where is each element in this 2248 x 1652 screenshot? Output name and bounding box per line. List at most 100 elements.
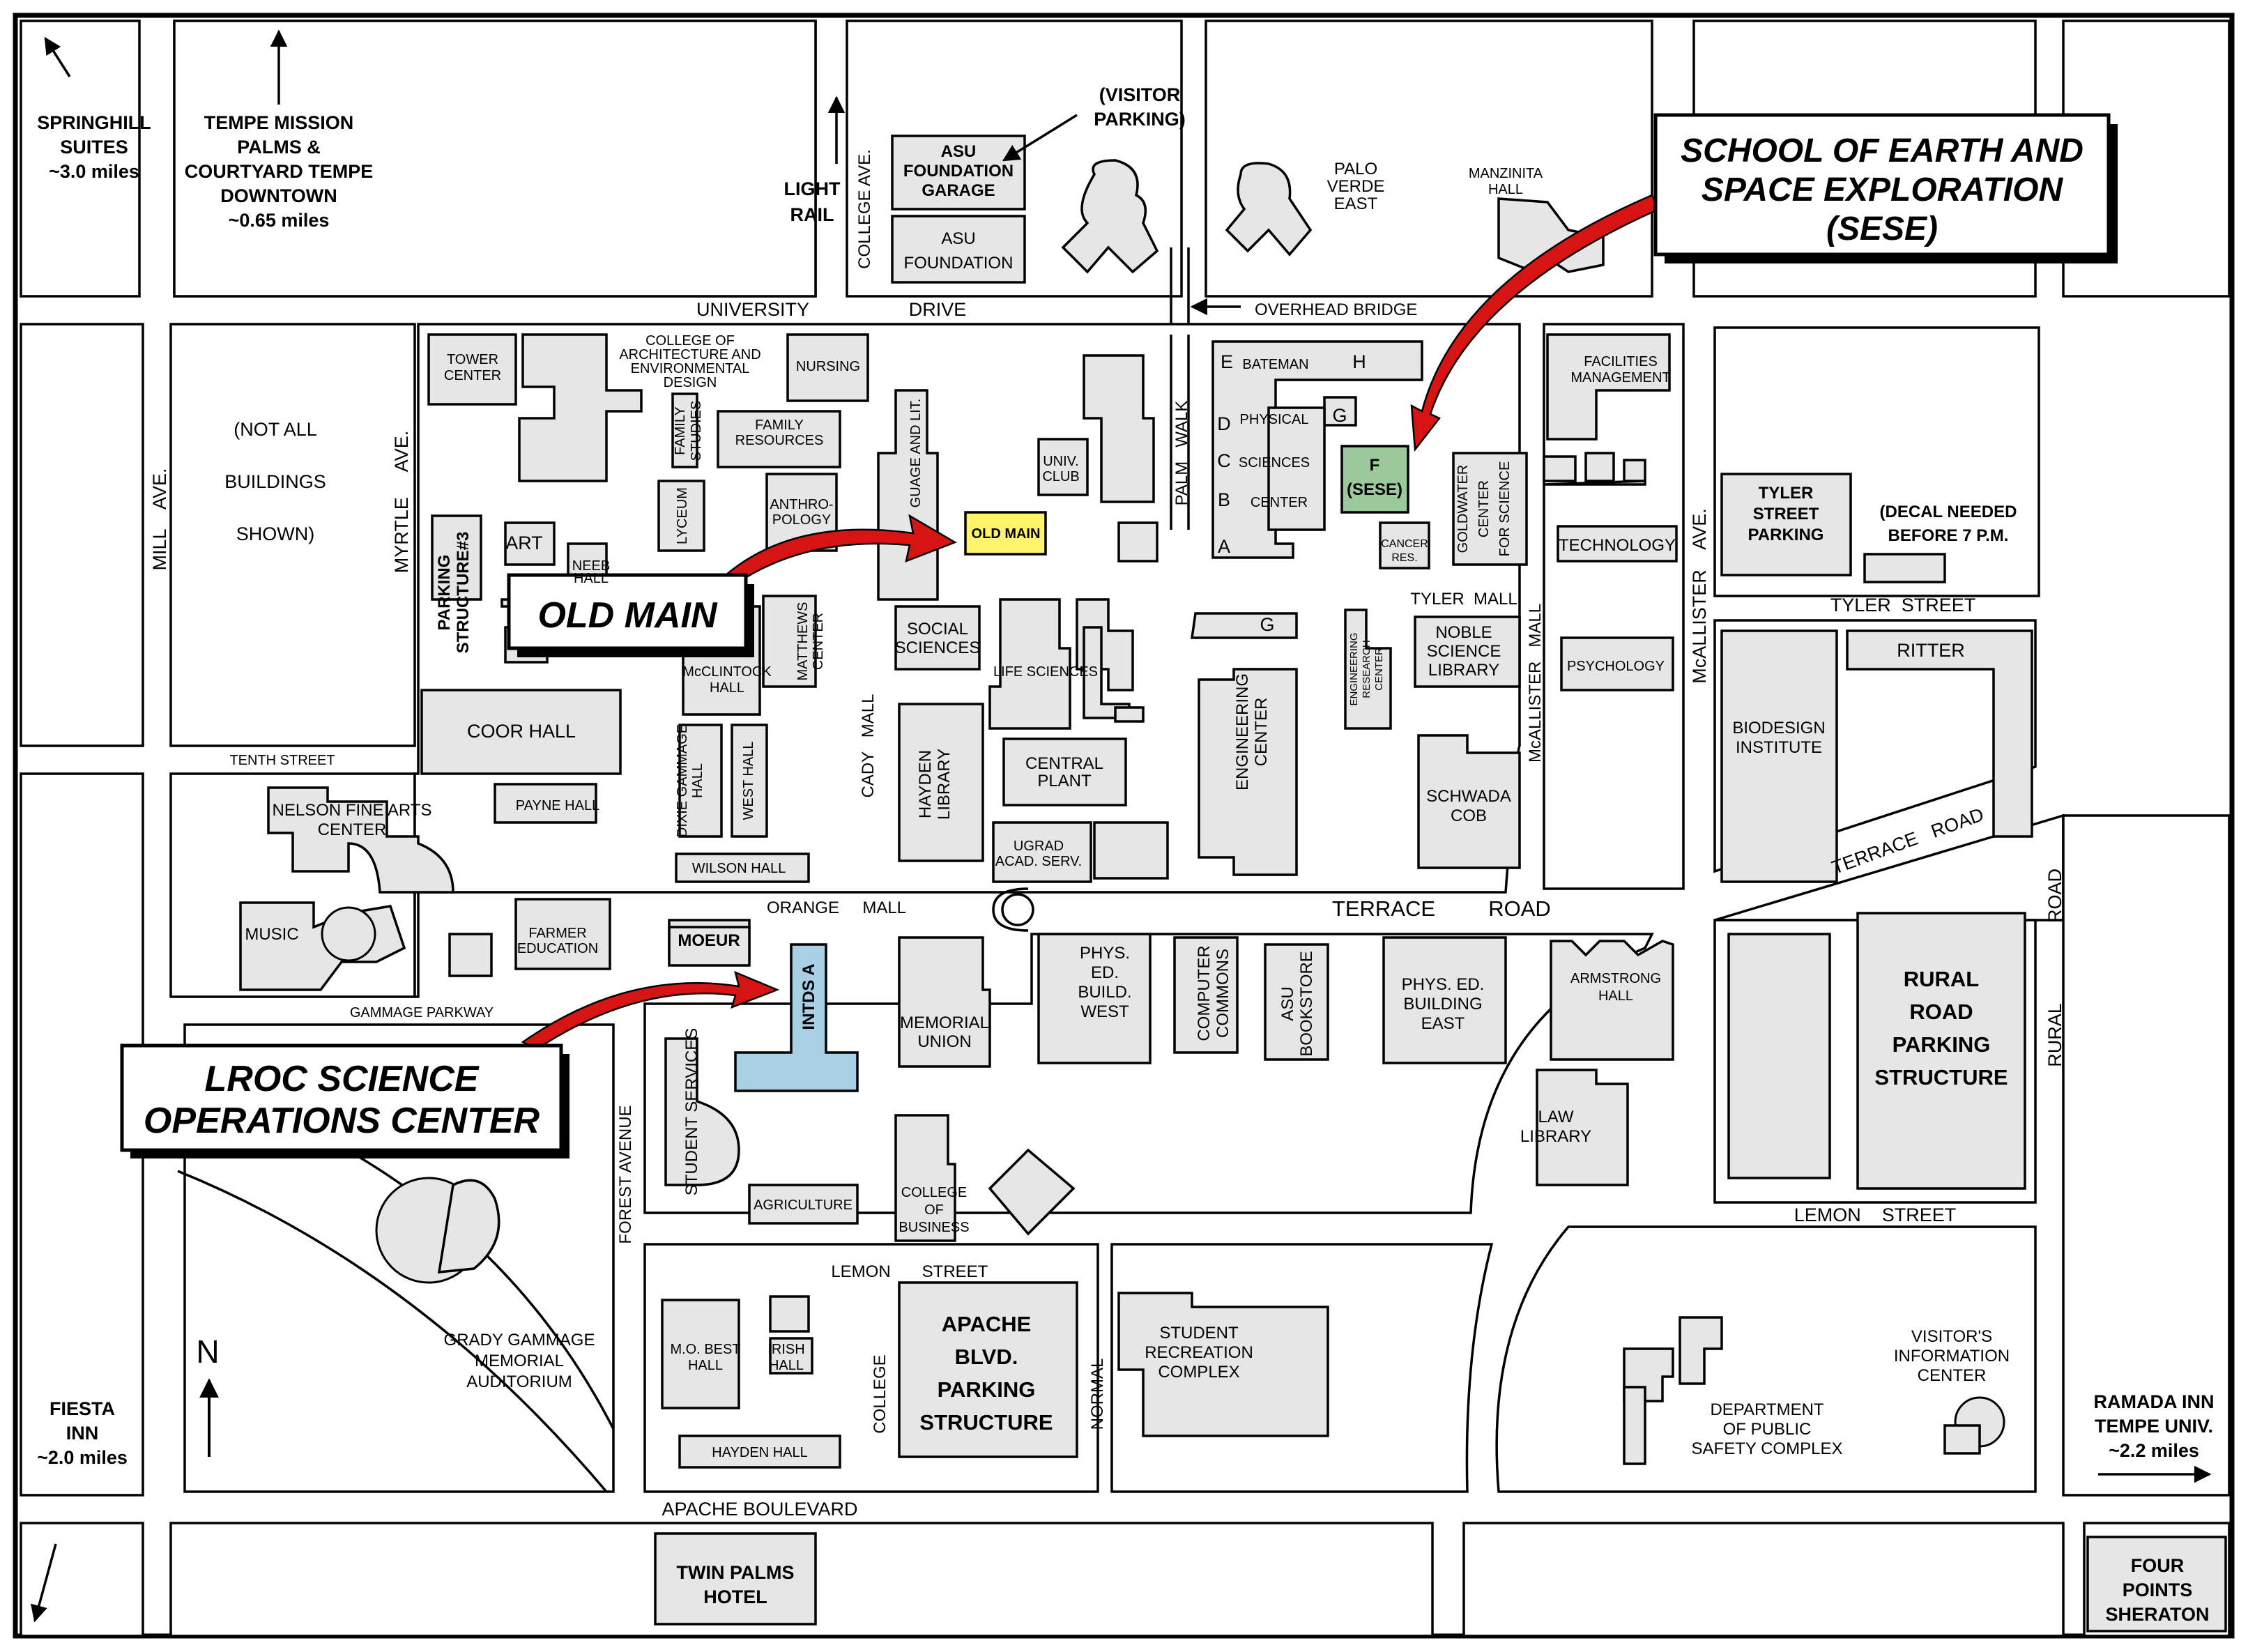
phys-east-3: EAST: [1421, 1014, 1465, 1033]
oldmain-arrow: [717, 514, 957, 590]
agriculture-label: AGRICULTURE: [754, 1198, 852, 1213]
schwada-label-1: SCHWADA: [1426, 787, 1511, 806]
social-label-1: SOCIAL: [907, 620, 968, 638]
eng-research-3: CENTER: [1373, 648, 1385, 691]
letter-d: D: [1217, 413, 1231, 434]
sese-title-line2: SPACE EXPLORATION: [1702, 171, 2064, 208]
univ-club-2: CLUB: [1042, 469, 1079, 484]
fourpoints-label-1: FOUR: [2131, 1555, 2185, 1576]
twinpalms-label-1: TWIN PALMS: [677, 1562, 795, 1583]
ritter-label: RITTER: [1897, 640, 1965, 661]
cob-label-2: OF: [924, 1202, 944, 1218]
dps-label-1: DEPARTMENT: [1710, 1400, 1823, 1419]
myrtle-ave-label: MYRTLE AVE.: [391, 431, 412, 574]
arch-label-1: COLLEGE OF: [645, 333, 735, 349]
neeb-label-2: HALL: [574, 571, 609, 586]
family-studies-1: FAMILY: [673, 406, 688, 455]
springhill-label-3: ~3.0 miles: [49, 161, 139, 182]
palo-verde-label-1: PALO: [1334, 160, 1377, 178]
grady-label-2: MEMORIAL: [475, 1352, 564, 1370]
palo-verde-label-2: VERDE: [1327, 177, 1385, 196]
irish-label-1: IRISH: [767, 1342, 804, 1357]
payne-label: PAYNE HALL: [516, 798, 599, 813]
tenth-street-label: TENTH STREET: [229, 753, 335, 768]
nelson-label-1: NELSON FINE ARTS: [273, 801, 432, 820]
apache-boulevard-label: APACHE BOULEVARD: [662, 1499, 857, 1520]
palo-verde-label-3: EAST: [1334, 194, 1378, 213]
asu-garage-label-3: GARAGE: [922, 181, 995, 200]
sese-arrow: [1410, 194, 1660, 452]
cob-label-1: COLLEGE: [901, 1185, 967, 1200]
callout-text: SCHOOL OF EARTH AND SPACE EXPLORATION (S…: [144, 132, 2083, 1141]
phys-east-2: BUILDING: [1403, 995, 1482, 1014]
eng-center-2: CENTER: [1252, 698, 1271, 767]
buildings-south: [375, 473, 2227, 1632]
computer-label-2: COMMONS: [1214, 949, 1232, 1038]
palo-verde-east: [1225, 162, 1313, 257]
farmer-label-1: FARMER: [528, 926, 586, 941]
rural-road-lower-label: RURAL: [2044, 1003, 2065, 1067]
farmer-label-2: EDUCATION: [517, 941, 598, 956]
eng-research-2: RESEARCH: [1361, 640, 1372, 698]
visitor-info-3: CENTER: [1918, 1366, 1987, 1385]
asu-foundation: [891, 215, 1026, 284]
gammage-parkway-label: GAMMAGE PARKWAY: [350, 1005, 494, 1020]
memorial-label-2: UNION: [917, 1032, 971, 1051]
decal-2: BEFORE 7 P.M.: [1888, 526, 2009, 545]
orange-mall-label: ORANGE MALL: [767, 898, 906, 917]
lemon-street-label: STREET: [922, 1262, 988, 1281]
old-main-building: [964, 511, 1047, 556]
mill-ave-label: MILL AVE.: [149, 468, 170, 570]
hayden-hall-label: HAYDEN HALL: [712, 1445, 807, 1460]
letter-e: E: [1221, 351, 1233, 372]
mcallister-ave-label: McALLISTER AVE.: [1689, 508, 1710, 684]
coor-label: COOR HALL: [467, 721, 576, 742]
tyler-parking-1: TYLER: [1759, 484, 1814, 503]
sese-f-label: F: [1370, 456, 1380, 475]
building-labels: ASU FOUNDATION GARAGE ASU FOUNDATION PAL…: [245, 142, 2010, 1460]
lroc-arrow: [521, 970, 780, 1050]
terrace-road-loop: [992, 887, 1034, 932]
manzanita-label-1: MANZINITA: [1469, 166, 1543, 181]
technology-label: TECHNOLOGY: [1559, 536, 1676, 555]
asu-garage-label-1: ASU: [941, 142, 977, 161]
mobest-label-1: M.O. BEST: [670, 1342, 740, 1357]
phys-west-4: WEST: [1080, 1002, 1129, 1021]
lroc-title-line1: LROC SCIENCE: [205, 1059, 480, 1099]
terrace-road-label: ROAD: [1488, 896, 1551, 921]
physical-label: PHYSICAL: [1240, 412, 1309, 427]
sese-title-line3: (SESE): [1826, 211, 1938, 247]
biodesign-label-1: BIODESIGN: [1732, 719, 1825, 737]
recreation-label-2: RECREATION: [1145, 1343, 1253, 1362]
mission-label-1: TEMPE MISSION: [204, 112, 354, 133]
recreation-label-3: COMPLEX: [1158, 1363, 1239, 1382]
college-label: COLLEGE: [871, 1354, 889, 1433]
letter-a: A: [1218, 536, 1230, 557]
schwada-label-2: COB: [1451, 806, 1487, 825]
facilities-label-2: MANAGEMENT: [1570, 370, 1670, 385]
phys-west-2: ED.: [1091, 963, 1119, 982]
moeur-label: MOEUR: [678, 931, 740, 950]
mission-label-3: COURTYARD TEMPE: [185, 161, 374, 182]
not-all-3: SHOWN): [236, 523, 314, 544]
sese-title-line1: SCHOOL OF EARTH AND: [1681, 132, 2083, 169]
fiesta-label-2: INN: [66, 1423, 99, 1444]
nelson-label-2: CENTER: [318, 820, 387, 839]
fiesta-label-3: ~2.0 miles: [37, 1447, 128, 1468]
asu-foundation-label-2: FOUNDATION: [904, 254, 1014, 273]
lyceum-label: LYCEUM: [675, 487, 690, 544]
psychology-label: PSYCHOLOGY: [1567, 659, 1665, 674]
dixie-label-1: DIXIE GAMMAGE: [675, 724, 690, 837]
goldwater-label-3: FOR SCIENCE: [1497, 461, 1513, 557]
destination-labels: SPRINGHILL SUITES ~3.0 miles TEMPE MISSI…: [37, 112, 2214, 1625]
tyler-parking-2: STREET: [1753, 505, 1819, 523]
manzanita-label-2: HALL: [1488, 182, 1523, 197]
ugrad-label-2: ACAD. SERV.: [995, 854, 1083, 869]
normal-label: NORMAL: [1088, 1359, 1107, 1430]
grady-label-1: GRADY GAMMAGE: [444, 1331, 595, 1349]
asu-garage-label-2: FOUNDATION: [903, 162, 1014, 181]
apache-parking-1: APACHE: [942, 1312, 1032, 1336]
recreation-label-1: STUDENT: [1159, 1324, 1239, 1343]
sese-paren-label: (SESE): [1347, 480, 1402, 499]
